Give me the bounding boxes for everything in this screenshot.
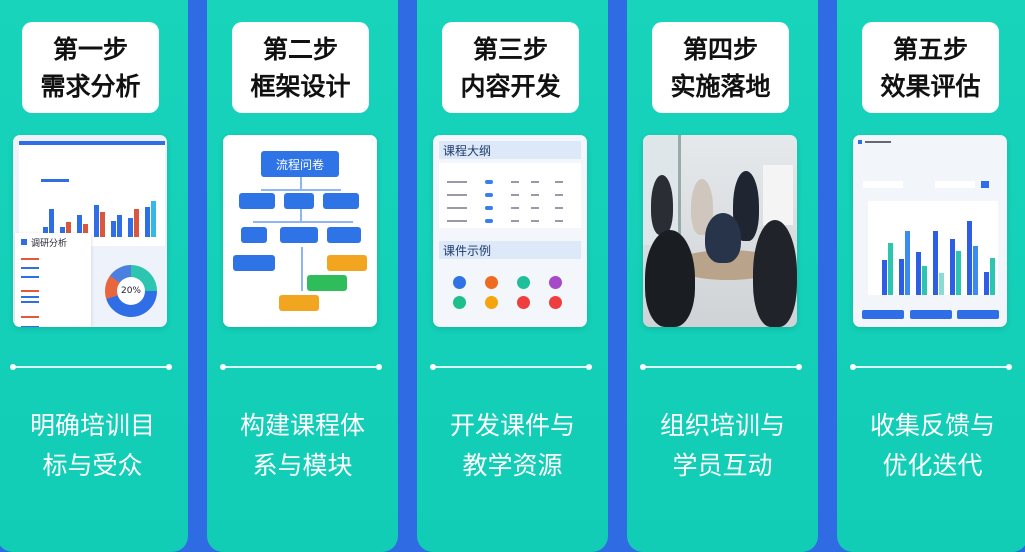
step-header: 第一步需求分析 bbox=[22, 22, 159, 113]
step-number: 第五步 bbox=[892, 34, 968, 64]
step-title: 实施落地 bbox=[670, 71, 771, 101]
step-description: 明确培训目标与受众 bbox=[0, 406, 188, 486]
desc-line: 明确培训目 bbox=[29, 411, 155, 440]
step-header: 第四步实施落地 bbox=[652, 22, 789, 113]
step-card-2: 第二步框架设计 流程问卷 构建课程体系与模块 bbox=[207, 0, 398, 552]
step-card-1: 第一步需求分析 调研分析 20% 明确培训目标与受众 bbox=[0, 0, 188, 552]
step-description: 收集反馈与优化迭代 bbox=[837, 406, 1025, 486]
divider bbox=[430, 364, 592, 370]
step-card-5: 第五步效果评估 收集反馈与优化迭代 bbox=[837, 0, 1025, 552]
desc-line: 优化迭代 bbox=[882, 451, 983, 480]
training-meeting-photo bbox=[643, 135, 797, 327]
examples-title: 课件示例 bbox=[443, 244, 492, 258]
step-header: 第五步效果评估 bbox=[862, 22, 999, 113]
step-number: 第四步 bbox=[682, 34, 758, 64]
divider bbox=[10, 364, 172, 370]
donut-chart: 20% bbox=[105, 265, 157, 317]
course-outline-image: 课程大纲 课件示例 bbox=[433, 135, 587, 327]
panel-title: 调研分析 bbox=[31, 239, 68, 249]
desc-line: 系与模块 bbox=[252, 451, 353, 480]
step-title: 需求分析 bbox=[40, 71, 141, 101]
desc-line: 教学资源 bbox=[462, 451, 563, 480]
step-card-4: 第四步实施落地 组织培训与学员互动 bbox=[627, 0, 818, 552]
step-title: 效果评估 bbox=[880, 71, 981, 101]
step-title: 内容开发 bbox=[460, 71, 561, 101]
divider bbox=[220, 364, 382, 370]
donut-label: 20% bbox=[117, 277, 145, 305]
desc-line: 学员互动 bbox=[672, 451, 773, 480]
step-number: 第一步 bbox=[52, 34, 128, 64]
desc-line: 收集反馈与 bbox=[869, 411, 995, 440]
bar-chart bbox=[868, 201, 998, 295]
step-number: 第二步 bbox=[262, 34, 338, 64]
step-description: 构建课程体系与模块 bbox=[207, 406, 398, 486]
step-description: 开发课件与教学资源 bbox=[417, 406, 608, 486]
evaluation-dashboard-image bbox=[853, 135, 1007, 327]
step-header: 第二步框架设计 bbox=[232, 22, 369, 113]
bar-chart bbox=[43, 193, 163, 237]
outline-title: 课程大纲 bbox=[443, 144, 492, 158]
desc-line: 组织培训与 bbox=[659, 411, 785, 440]
divider bbox=[850, 364, 1012, 370]
desc-line: 构建课程体 bbox=[239, 411, 365, 440]
flowchart-root-node: 流程问卷 bbox=[261, 151, 339, 177]
divider bbox=[640, 364, 802, 370]
step-title: 框架设计 bbox=[250, 71, 351, 101]
step-number: 第三步 bbox=[472, 34, 548, 64]
flowchart-image: 流程问卷 bbox=[223, 135, 377, 327]
step-card-3: 第三步内容开发 课程大纲 课件示例 开发课件与教学资源 bbox=[417, 0, 608, 552]
analysis-dashboard-image: 调研分析 20% bbox=[13, 135, 167, 327]
desc-line: 标与受众 bbox=[42, 451, 143, 480]
step-description: 组织培训与学员互动 bbox=[627, 406, 818, 486]
desc-line: 开发课件与 bbox=[449, 411, 575, 440]
step-header: 第三步内容开发 bbox=[442, 22, 579, 113]
